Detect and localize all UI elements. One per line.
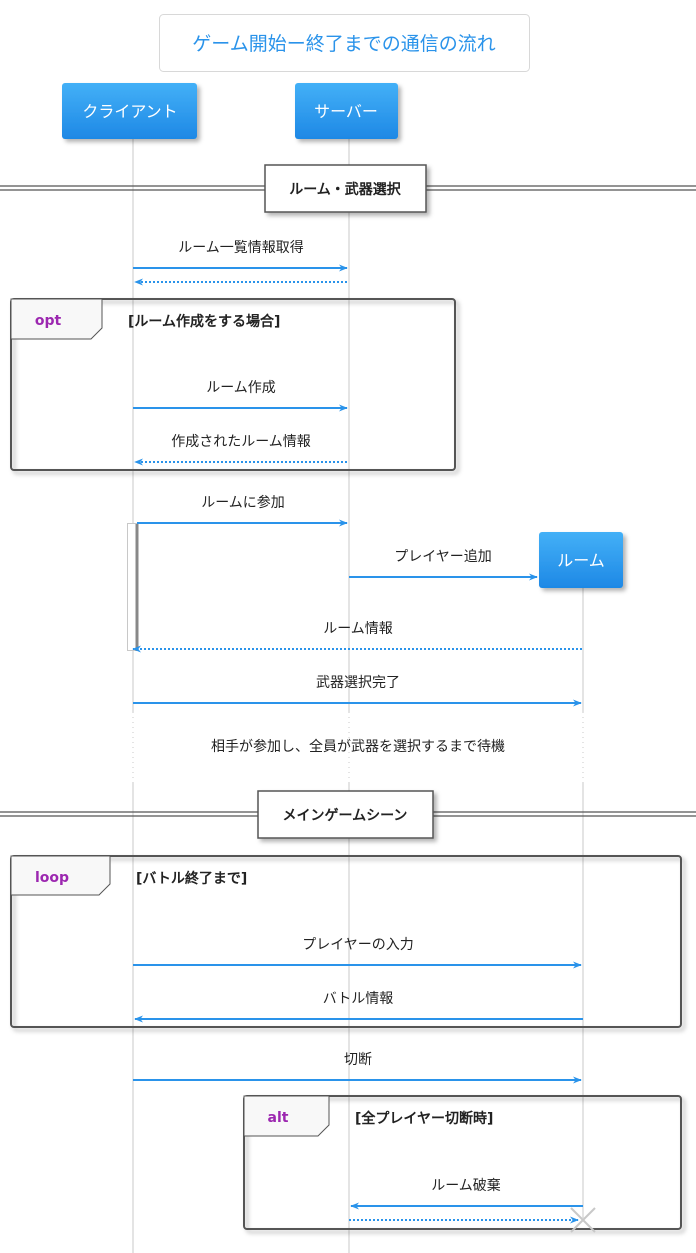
- participant-room: [539, 532, 623, 588]
- message-label: 武器選択完了: [316, 675, 400, 691]
- destroy-x-icon: [570, 1207, 596, 1233]
- title-text: ゲーム開始ー終了までの通信の流れ: [192, 33, 495, 55]
- message-label: プレイヤーの入力: [302, 937, 414, 953]
- participant-server-label: サーバー: [314, 102, 378, 121]
- fragment-alt: alt [全プレイヤー切断時]: [243, 1095, 682, 1230]
- participant-room-label: ルーム: [557, 551, 605, 570]
- fragment-guard: [ルーム作成をする場合]: [128, 313, 280, 330]
- delay-note: 相手が参加し、全員が武器を選択するまで待機: [211, 738, 505, 755]
- fragment-keyword: loop: [35, 870, 69, 886]
- fragment-keyword: opt: [35, 313, 62, 329]
- message-label: ルーム情報: [323, 621, 393, 637]
- diagram-title: ゲーム開始ー終了までの通信の流れ: [159, 14, 530, 72]
- message-label: バトル情報: [323, 991, 393, 1007]
- divider-main-game: メインゲームシーン: [0, 790, 696, 839]
- message-label: プレイヤー追加: [394, 549, 492, 565]
- participant-client-label: クライアント: [82, 102, 177, 121]
- divider-room-select: ルーム・武器選択: [0, 164, 696, 213]
- message-label: 作成されたルーム情報: [171, 434, 311, 450]
- divider-main-game-label: メインゲームシーン: [283, 807, 408, 824]
- message-label: ルーム一覧情報取得: [178, 239, 304, 256]
- participant-client: [62, 83, 197, 139]
- message-label: ルーム破棄: [431, 1178, 501, 1194]
- message-label: 切断: [344, 1052, 372, 1068]
- fragment-opt: opt [ルーム作成をする場合]: [10, 298, 456, 471]
- fragment-keyword: alt: [268, 1110, 289, 1126]
- fragment-guard: [全プレイヤー切断時]: [355, 1110, 493, 1127]
- divider-room-select-label: ルーム・武器選択: [289, 181, 402, 198]
- participant-server: [295, 83, 398, 139]
- delay-mask: [120, 712, 600, 782]
- message-label: ルームに参加: [201, 494, 285, 511]
- fragment-loop: loop [バトル終了まで]: [10, 855, 682, 1028]
- message-label: ルーム作成: [206, 380, 276, 396]
- fragment-guard: [バトル終了まで]: [136, 870, 247, 887]
